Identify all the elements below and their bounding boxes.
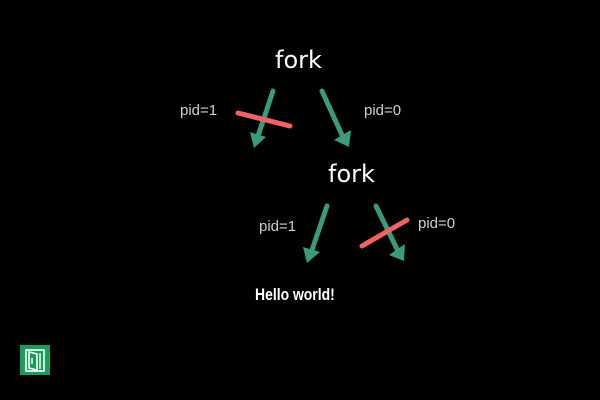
arrow-top-right — [319, 88, 351, 147]
arrow-second-left — [303, 203, 330, 263]
pid-label-second-left: pid=1 — [259, 218, 297, 235]
pid-label-top-right: pid=0 — [364, 102, 402, 119]
pid-label-second-right: pid=0 — [418, 215, 456, 232]
arrow-second-right — [373, 203, 405, 261]
window-door-logo-icon — [20, 345, 50, 375]
pid-label-top-left: pid=1 — [180, 102, 218, 119]
fork-top-label: fork — [275, 46, 322, 74]
fork-second-label: fork — [328, 160, 375, 188]
hello-world-label: Hello world! — [255, 285, 335, 304]
arrow-top-left — [250, 88, 276, 148]
strike-top-left — [235, 110, 293, 129]
strike-second-right — [359, 217, 410, 249]
